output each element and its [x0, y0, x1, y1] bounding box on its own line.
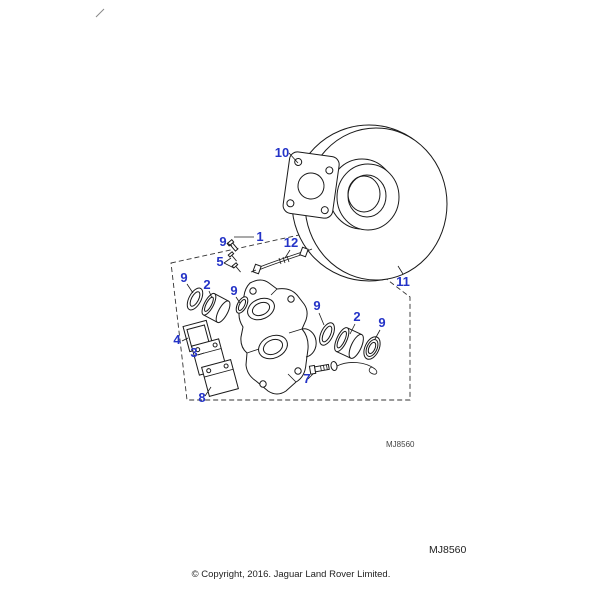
piston-left [201, 292, 231, 324]
callout-9c: 9 [230, 283, 237, 298]
dust-boot-right [363, 336, 381, 360]
callout-8: 8 [198, 390, 205, 405]
caliper-bolt [308, 361, 378, 375]
assembly-boundary-dashed-box [170, 229, 411, 401]
diagram-code-inline: MJ8560 [386, 440, 415, 449]
callout-4: 4 [173, 332, 181, 347]
callout-5: 5 [216, 254, 223, 269]
copyright-text: © Copyright, 2016. Jaguar Land Rover Lim… [192, 569, 391, 580]
mounting-screws [227, 251, 241, 273]
piston-seal-right [319, 322, 335, 346]
dust-seal-left [186, 287, 204, 311]
callout-11: 11 [396, 274, 410, 289]
callout-labels: 10 1 9 5 12 9 2 9 11 9 2 9 4 3 7 8 [173, 145, 409, 405]
callout-12: 12 [284, 235, 298, 250]
callout-1: 1 [256, 229, 263, 244]
callout-9d: 9 [313, 298, 320, 313]
brake-hose [250, 246, 313, 275]
callout-7: 7 [303, 371, 310, 386]
crop-mark [95, 8, 105, 18]
gasket [282, 151, 340, 219]
diagram-code-footer: MJ8560 [429, 544, 467, 556]
callout-3: 3 [190, 345, 197, 360]
callout-2b: 2 [353, 309, 360, 324]
callout-9e: 9 [378, 315, 385, 330]
callout-10: 10 [275, 145, 289, 160]
callout-2a: 2 [203, 277, 210, 292]
callout-9b: 9 [180, 270, 187, 285]
piston-right [334, 327, 364, 359]
callout-9a: 9 [219, 234, 226, 249]
bleed-screw [226, 239, 239, 252]
piston-seal-inner-left [235, 296, 249, 314]
caliper-body [238, 279, 317, 395]
leader-lines [181, 152, 404, 397]
